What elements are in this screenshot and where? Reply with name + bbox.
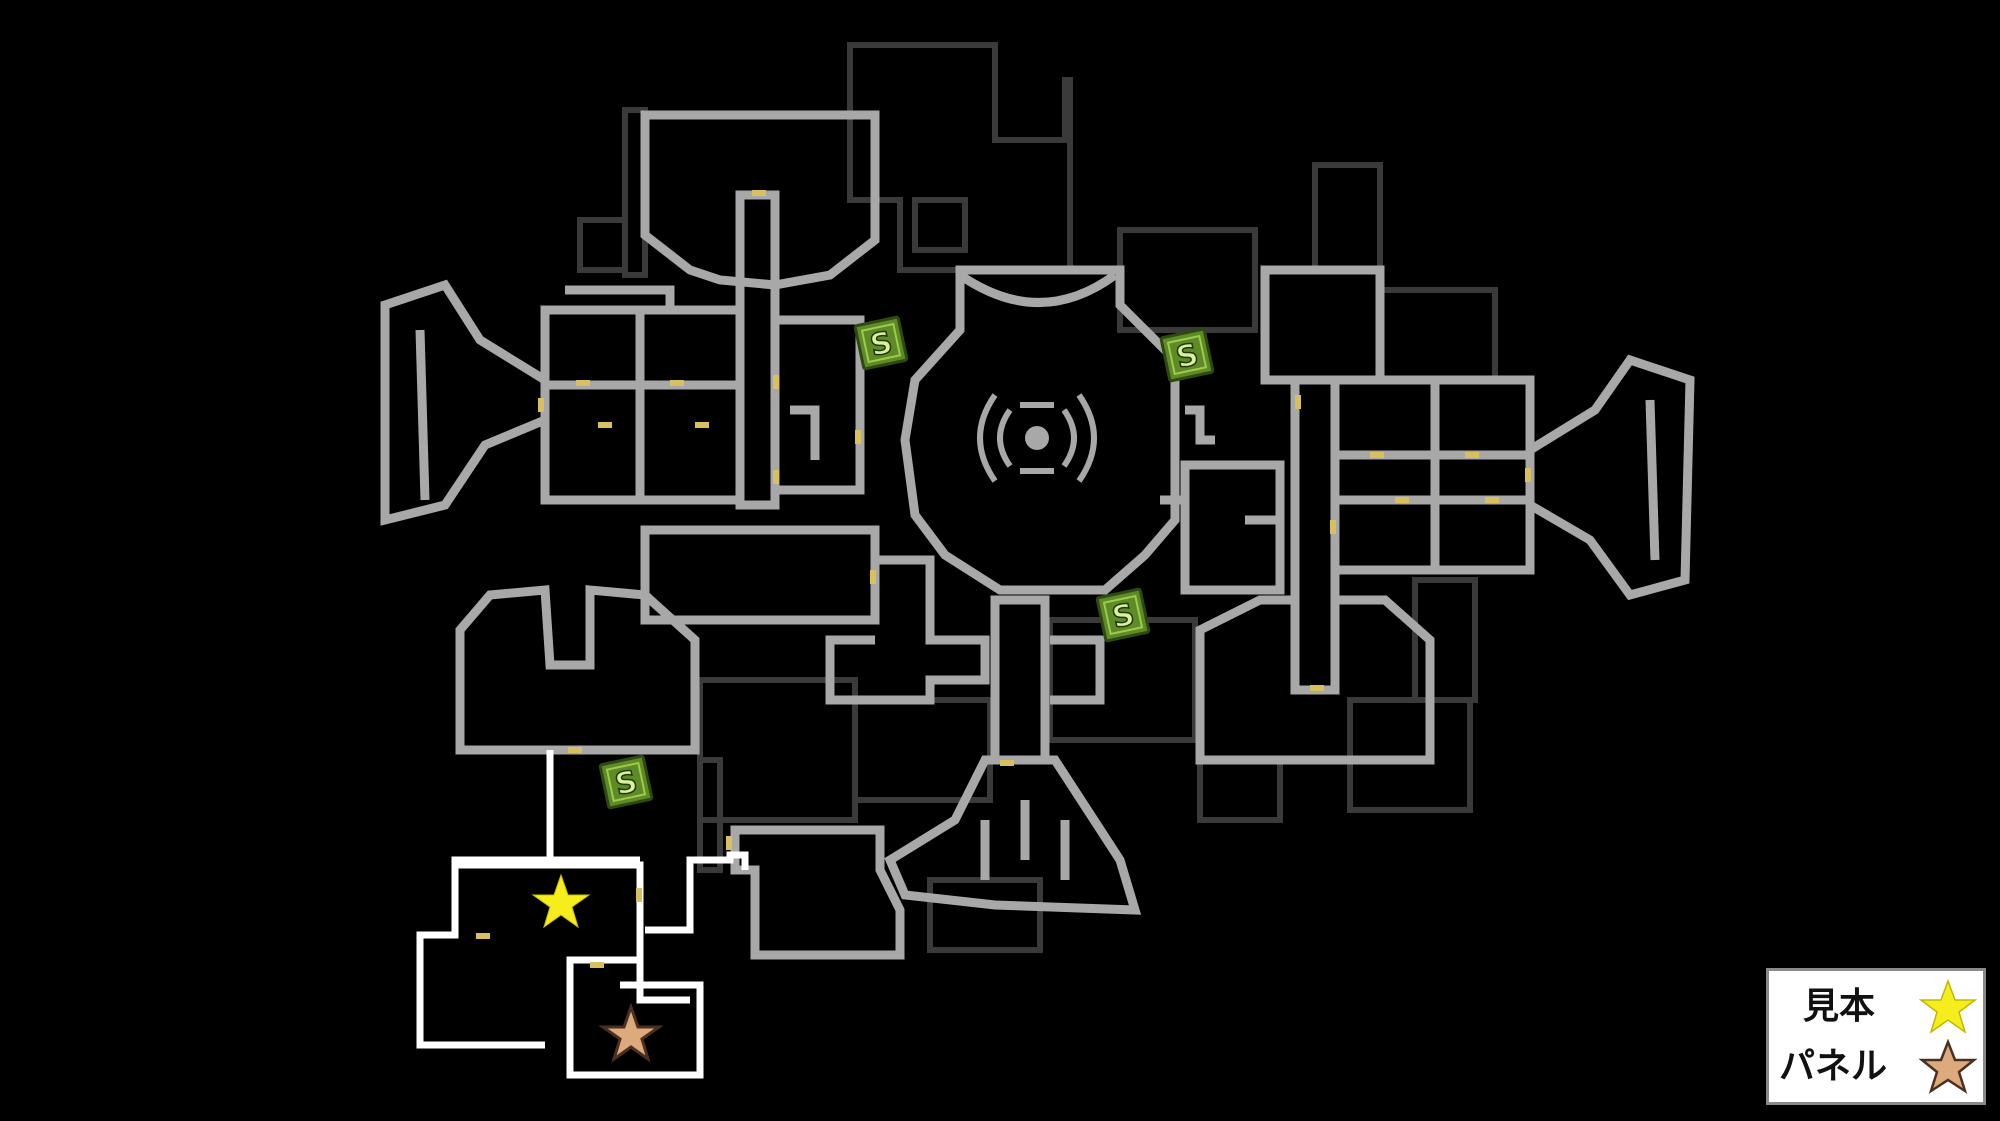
save-point-icon [598,754,654,810]
legend-item-panel: パネル [1769,1037,1983,1097]
legend-box: 見本 パネル [1766,968,1986,1105]
panel-star-icon [598,1002,664,1063]
rotunda-emblem [977,393,1097,483]
route-walls [416,750,749,1079]
save-point-icon [1159,327,1215,383]
legend-label-sample: 見本 [1803,986,1876,1027]
sample-star-icon [531,873,591,929]
star-icon [1919,979,1977,1034]
legend-label-panel: パネル [1779,1046,1888,1087]
save-point-icon [853,315,909,371]
save-point-icon [1095,587,1151,643]
doors [476,190,1531,968]
star-icon [1919,1039,1977,1094]
legend-item-sample: 見本 [1769,977,1983,1037]
main-walls [380,110,1695,960]
